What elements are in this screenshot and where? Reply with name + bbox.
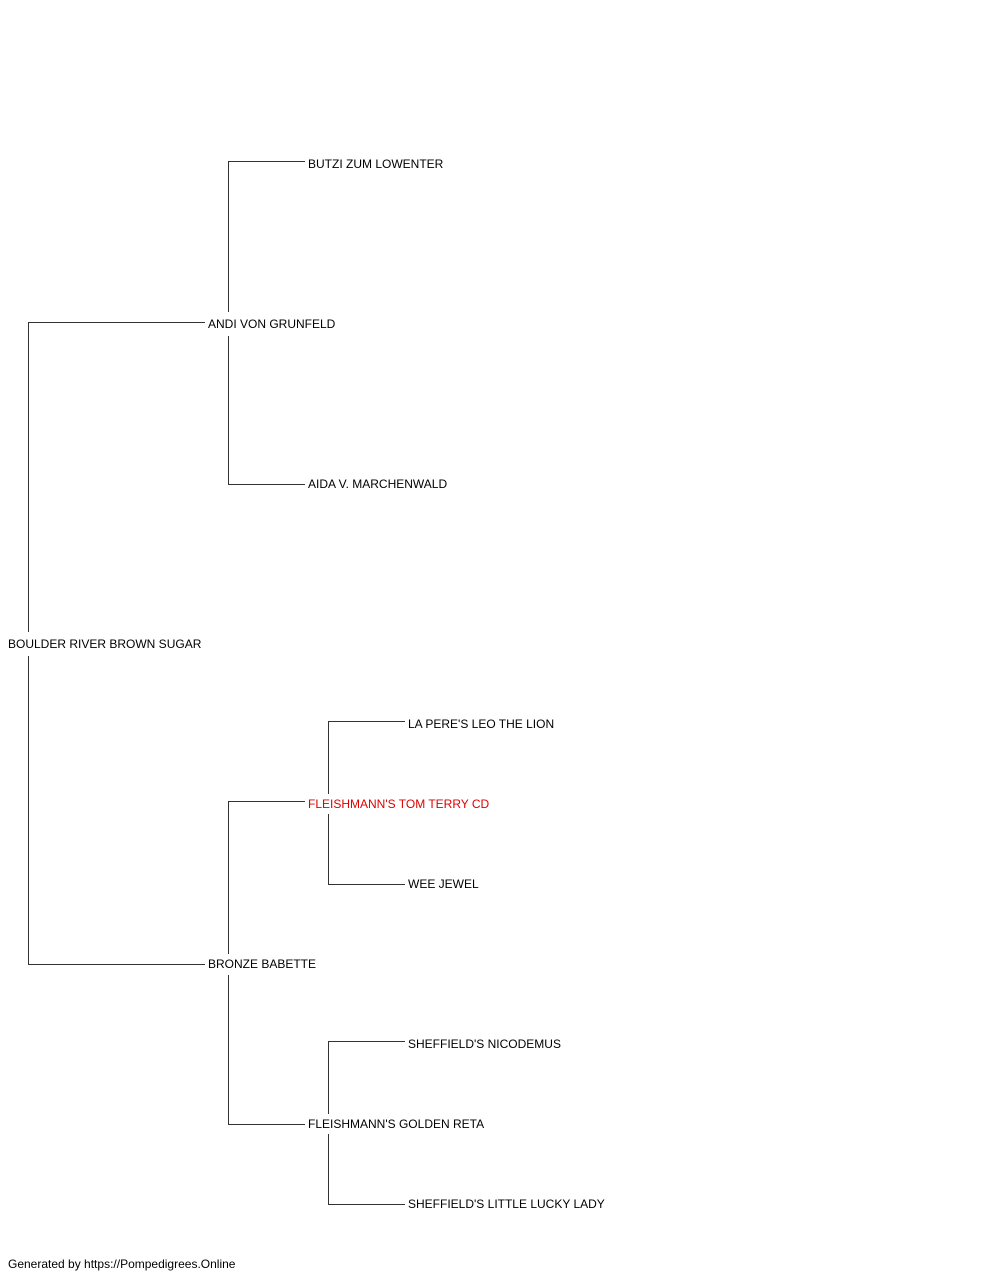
connector-sire-dam (228, 336, 305, 485)
footer-credit: Generated by https://Pompedigrees.Online (8, 1257, 236, 1271)
connector-dam-sire (228, 801, 305, 954)
sire-dam-name: AIDA V. MARCHENWALD (308, 477, 448, 491)
connector-dam-dam (228, 975, 305, 1125)
dam-sire-name: FLEISHMANN'S TOM TERRY CD (308, 797, 490, 811)
connector-subject-sire (28, 322, 205, 632)
sire-name: ANDI VON GRUNFELD (208, 317, 336, 331)
dam-dam-sire-name: SHEFFIELD'S NICODEMUS (408, 1037, 561, 1051)
subject-name: BOULDER RIVER BROWN SUGAR (8, 637, 202, 651)
connector-dam-dam-dam (328, 1134, 405, 1205)
dam-sire-dam-name: WEE JEWEL (408, 877, 479, 891)
connector-sire-sire (228, 161, 305, 312)
connector-dam-sire-dam (328, 814, 405, 885)
connector-dam-sire-sire (328, 721, 405, 794)
dam-dam-dam-name: SHEFFIELD'S LITTLE LUCKY LADY (408, 1197, 605, 1211)
dam-name: BRONZE BABETTE (208, 957, 317, 971)
dam-sire-sire-name: LA PERE'S LEO THE LION (408, 717, 555, 731)
dam-dam-name: FLEISHMANN'S GOLDEN RETA (308, 1117, 485, 1131)
sire-sire-name: BUTZI ZUM LOWENTER (308, 157, 444, 171)
connector-dam-dam-sire (328, 1041, 405, 1114)
connector-subject-dam (28, 656, 205, 965)
